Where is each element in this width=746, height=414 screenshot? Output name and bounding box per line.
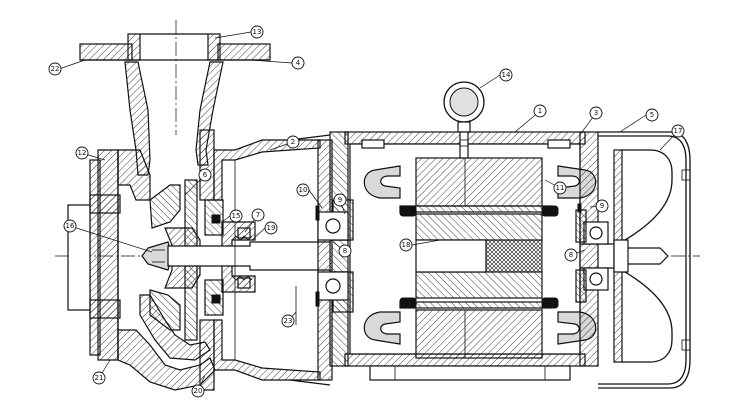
volute-casing <box>67 61 224 391</box>
callout-5: 5 <box>645 108 659 122</box>
rotor <box>415 213 543 299</box>
callout-6: 6 <box>198 168 212 182</box>
lifting-eye-bolt <box>443 81 485 159</box>
svg-text:7: 7 <box>256 211 260 219</box>
svg-text:23: 23 <box>284 317 293 325</box>
impeller <box>141 179 201 341</box>
callout-16: 16 <box>63 219 77 233</box>
callout-4: 4 <box>291 56 305 70</box>
svg-text:5: 5 <box>650 111 654 119</box>
svg-text:8: 8 <box>343 247 347 255</box>
svg-text:17: 17 <box>674 127 683 135</box>
callout-8-bearing-nde: 8 <box>564 248 578 262</box>
callout-10: 10 <box>296 183 310 197</box>
callout-7: 7 <box>251 208 265 222</box>
svg-text:4: 4 <box>296 59 301 67</box>
svg-text:18: 18 <box>402 241 411 249</box>
stator <box>399 157 551 359</box>
callout-9-de: 9 <box>333 193 347 207</box>
callout-15: 15 <box>229 209 243 223</box>
svg-text:16: 16 <box>66 222 75 230</box>
outlet-flange <box>79 33 271 61</box>
callout-9-nde: 9 <box>595 199 609 213</box>
svg-text:19: 19 <box>267 224 276 232</box>
callout-20: 20 <box>191 384 205 398</box>
callout-21: 21 <box>92 371 106 385</box>
callout-8-bearing-de: 8 <box>338 244 352 258</box>
callout-1: 1 <box>533 104 547 118</box>
callout-19: 19 <box>264 221 278 235</box>
svg-text:21: 21 <box>95 374 104 382</box>
callout-12: 12 <box>75 146 89 160</box>
svg-text:8: 8 <box>569 251 573 259</box>
svg-text:12: 12 <box>78 149 87 157</box>
pump-cover <box>199 129 256 391</box>
svg-text:13: 13 <box>253 28 262 36</box>
svg-text:2: 2 <box>291 138 295 146</box>
svg-text:10: 10 <box>299 186 308 194</box>
svg-text:6: 6 <box>203 171 208 179</box>
callout-17: 17 <box>671 124 685 138</box>
callout-11: 11 <box>553 181 567 195</box>
callout-23: 23 <box>281 314 295 328</box>
callout-3: 3 <box>589 106 603 120</box>
callout-13: 13 <box>250 25 264 39</box>
svg-text:22: 22 <box>51 65 60 73</box>
callout-22: 22 <box>48 62 62 76</box>
callout-2: 2 <box>286 135 300 149</box>
bearing-drive-end <box>315 199 354 313</box>
svg-text:9: 9 <box>338 196 342 204</box>
callout-14: 14 <box>499 68 513 82</box>
svg-text:9: 9 <box>600 202 604 210</box>
svg-text:14: 14 <box>502 71 511 79</box>
svg-text:15: 15 <box>232 212 241 220</box>
motor-bracket <box>213 134 333 386</box>
svg-text:11: 11 <box>556 184 565 192</box>
svg-text:1: 1 <box>538 107 542 115</box>
svg-text:3: 3 <box>594 109 598 117</box>
cooling-fan <box>613 149 673 363</box>
svg-text:20: 20 <box>194 387 203 395</box>
bearing-non-drive-end <box>575 131 609 367</box>
callout-18: 18 <box>399 238 413 252</box>
